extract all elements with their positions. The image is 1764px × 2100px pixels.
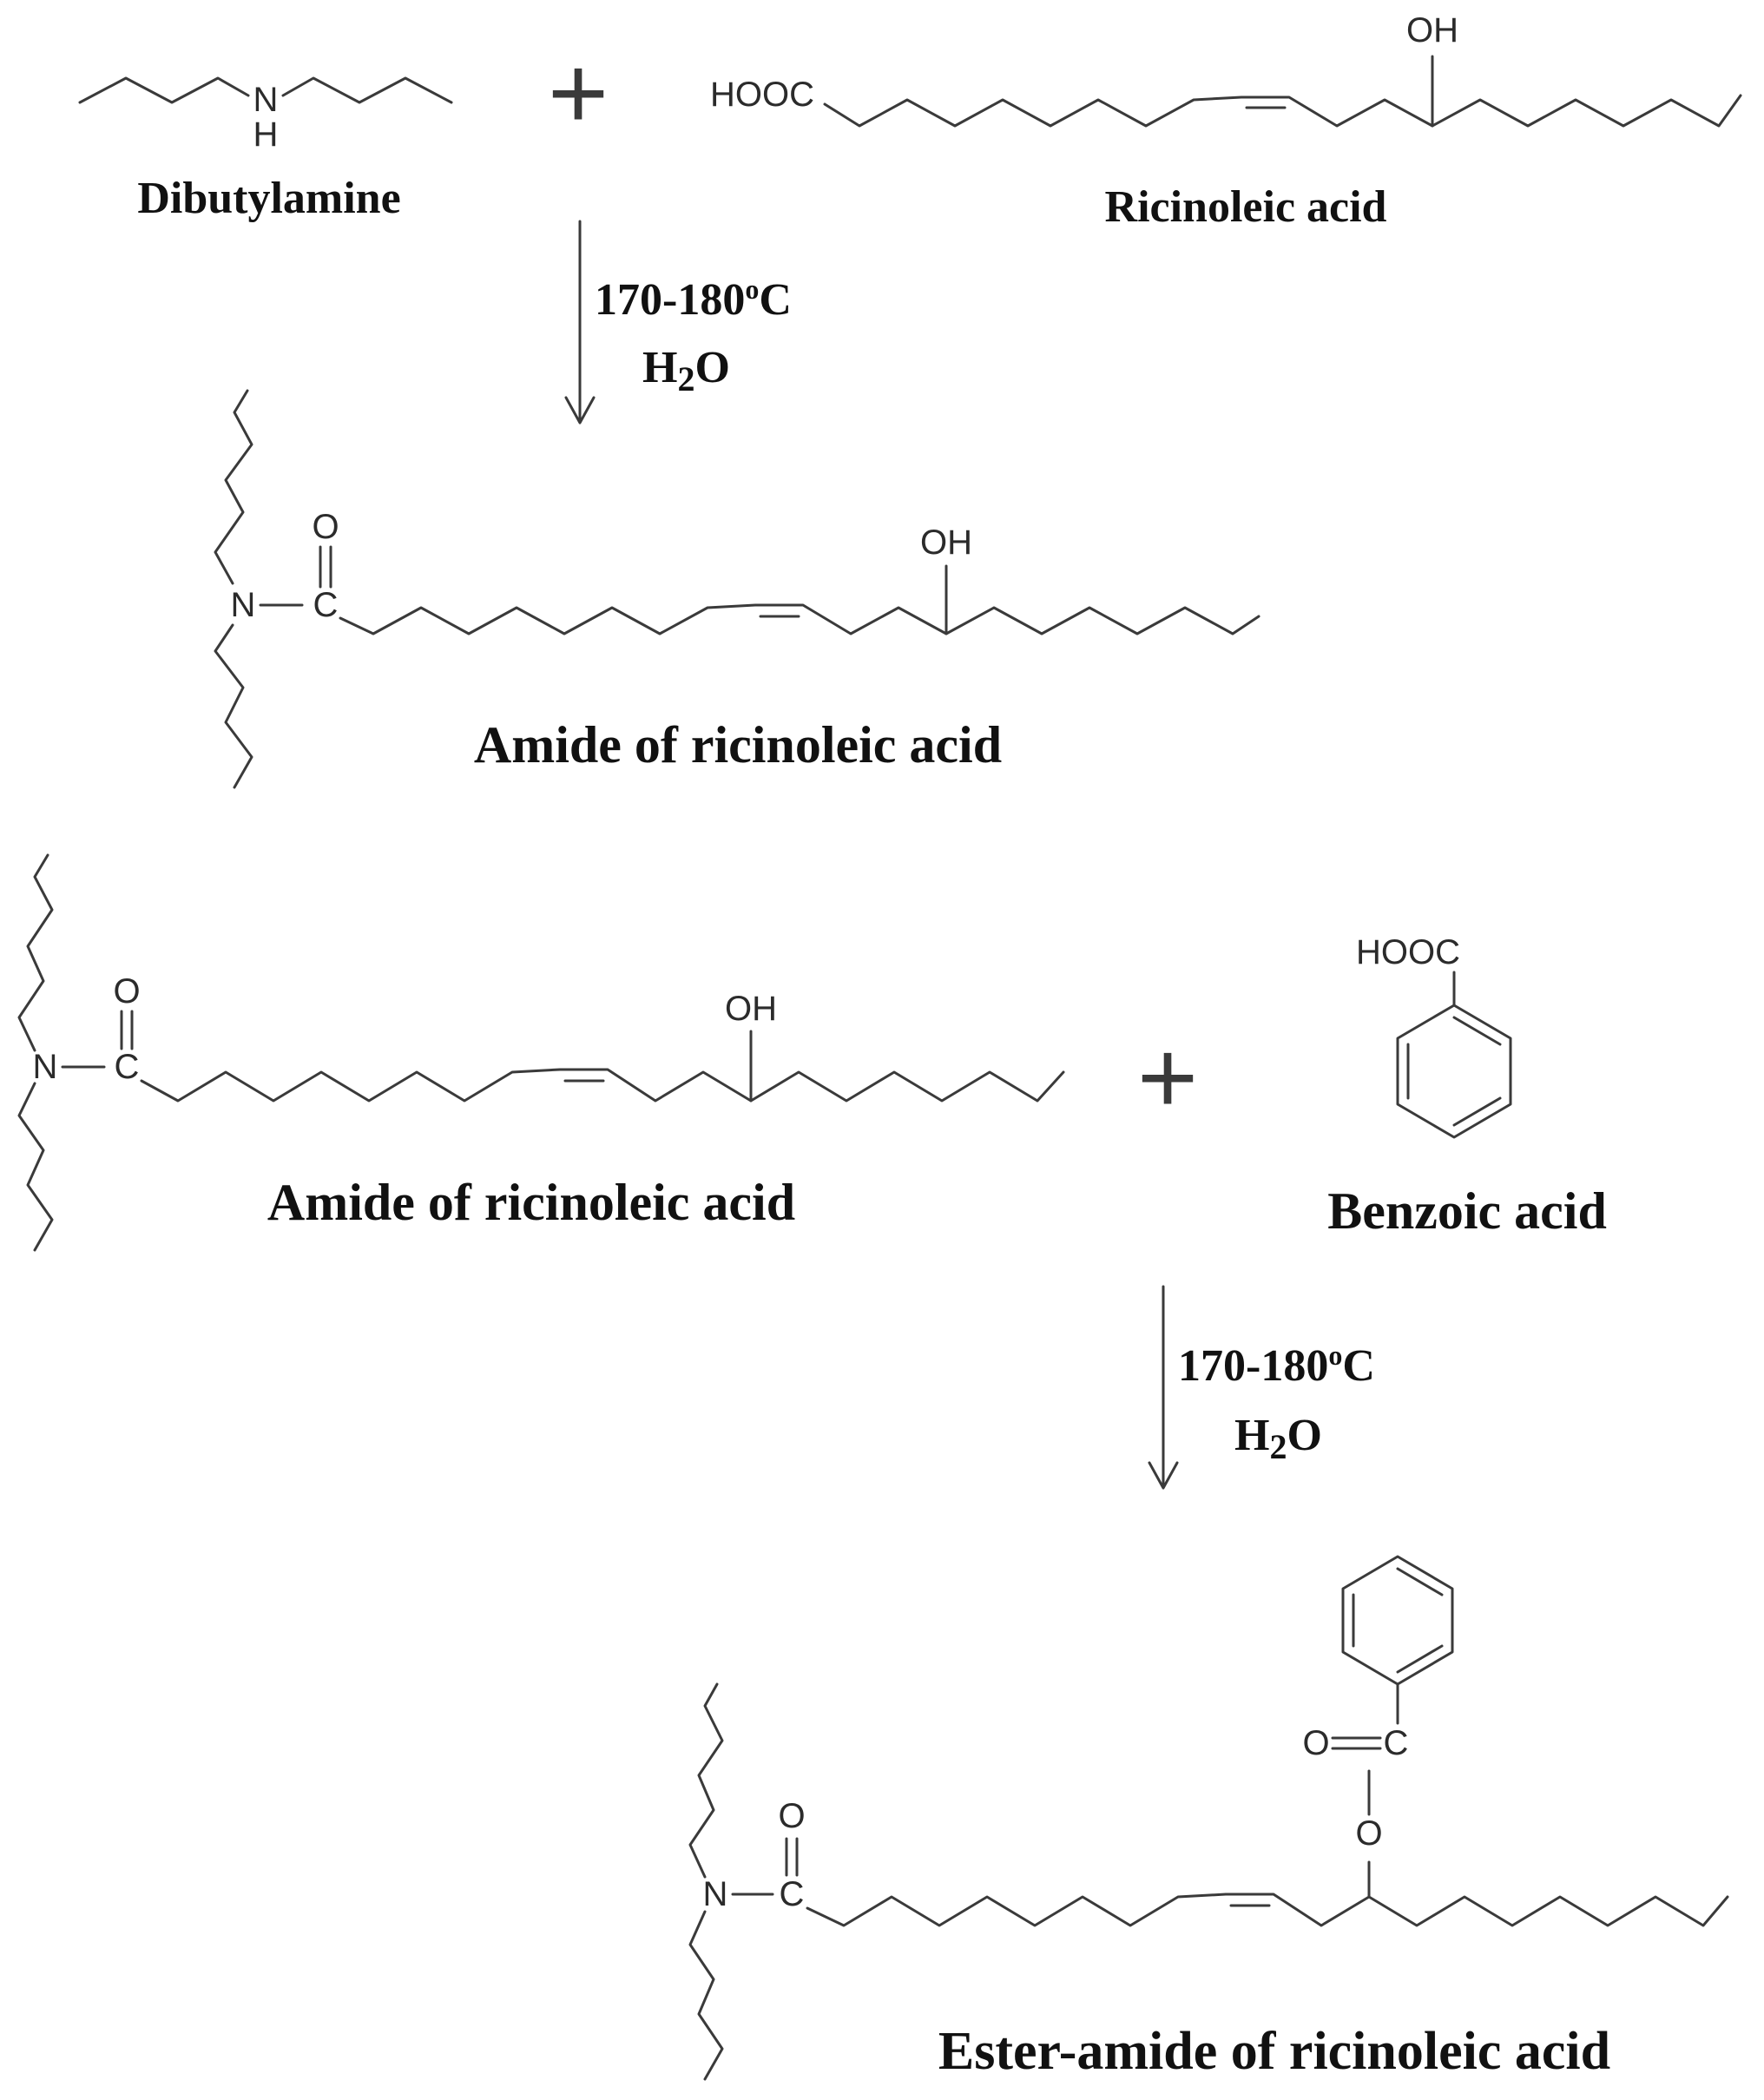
amide2-hydroxyl-label: OH	[725, 990, 777, 1028]
amide2-ricinoleyl-chain	[140, 1068, 1065, 1103]
compound-label-ester-amide: Ester-amide of ricinoleic acid	[938, 2022, 1610, 2081]
amine-hydrogen-label: H	[253, 115, 279, 154]
reaction-arrow-1	[564, 220, 596, 425]
amide2-carbonyl-oxygen-label: O	[113, 972, 140, 1011]
reaction-temperature-2: 170-180oC	[1178, 1340, 1375, 1391]
hydroxyl-label: OH	[1406, 11, 1458, 49]
benzoic-acid-structure: HOOC	[1356, 933, 1512, 1139]
ester-amide-butyl-chain-lower	[688, 1910, 724, 2081]
amide2-nitrogen-label: N	[33, 1048, 58, 1086]
compound-label-benzoic-acid: Benzoic acid	[1327, 1182, 1607, 1240]
benzoic-carboxyl-label: HOOC	[1356, 933, 1460, 971]
ester-amide-butyl-chain-upper	[688, 1682, 724, 1879]
compound-label-amide-1: Amide of ricinoleic acid	[474, 716, 1002, 774]
ester-amide-nitrogen-label: N	[703, 1875, 728, 1913]
ester-amide-carbonyl-oxygen-label: O	[778, 1797, 805, 1835]
ester-oxygen-label: O	[1355, 1814, 1382, 1853]
carbonyl-oxygen-label: O	[312, 508, 339, 546]
amide-nitrogen-label: N	[231, 586, 256, 624]
reaction-arrow-2	[1148, 1285, 1179, 1490]
amide2-butyl-chain-upper	[17, 853, 54, 1052]
ricinoleic-acid-structure: HOOC OH	[710, 11, 1742, 128]
amide-hydroxyl-label: OH	[920, 523, 972, 562]
ricinoleic-chain	[823, 94, 1742, 128]
amide-ricinoleyl-chain	[339, 603, 1260, 635]
ester-benzene-ring	[1341, 1555, 1454, 1686]
reaction-byproduct-water-2: H2O	[1234, 1411, 1322, 1466]
ester-carbonyl-carbon-label: C	[1384, 1724, 1409, 1762]
ester-carbonyl-oxygen-label: O	[1302, 1724, 1329, 1762]
benzene-inner-bond-2	[1452, 1096, 1502, 1127]
compound-label-amide-2: Amide of ricinoleic acid	[267, 1174, 795, 1231]
amine-nitrogen-label: N	[253, 81, 279, 119]
dibutylamine-structure: N H	[78, 76, 453, 154]
plus-sign-2: +	[1137, 1019, 1198, 1136]
ester-amide-structure: N C O O C O	[688, 1555, 1729, 2081]
ester-amide-carbonyl-carbon-label: C	[780, 1875, 805, 1913]
ester-benzene-inner-bond-1	[1396, 1567, 1444, 1596]
amide-butyl-chain-upper	[214, 389, 253, 585]
ester-amide-ricinoleyl-chain	[806, 1893, 1729, 1927]
amide-product-structure-1: N C O OH	[214, 389, 1260, 789]
benzene-ring	[1396, 1004, 1512, 1139]
benzene-inner-bond-1	[1452, 1016, 1502, 1046]
reaction-temperature-1: 170-180oC	[595, 273, 792, 325]
ester-benzene-inner-bond-2	[1396, 1644, 1444, 1674]
carbonyl-carbon-label: C	[313, 586, 339, 624]
butyl-chain-right	[281, 76, 453, 104]
amide2-butyl-chain-lower	[17, 1082, 54, 1252]
butyl-chain-left	[78, 76, 250, 104]
reaction-byproduct-water-1: H2O	[642, 343, 730, 398]
amide2-carbonyl-carbon-label: C	[115, 1048, 140, 1086]
carboxyl-label: HOOC	[710, 76, 814, 114]
amide-reactant-structure-2: N C O OH	[17, 853, 1065, 1252]
compound-label-dibutylamine: Dibutylamine	[137, 174, 400, 223]
amide-butyl-chain-lower	[214, 623, 253, 789]
compound-label-ricinoleic-acid: Ricinoleic acid	[1105, 182, 1387, 232]
plus-sign-1: +	[548, 35, 609, 151]
